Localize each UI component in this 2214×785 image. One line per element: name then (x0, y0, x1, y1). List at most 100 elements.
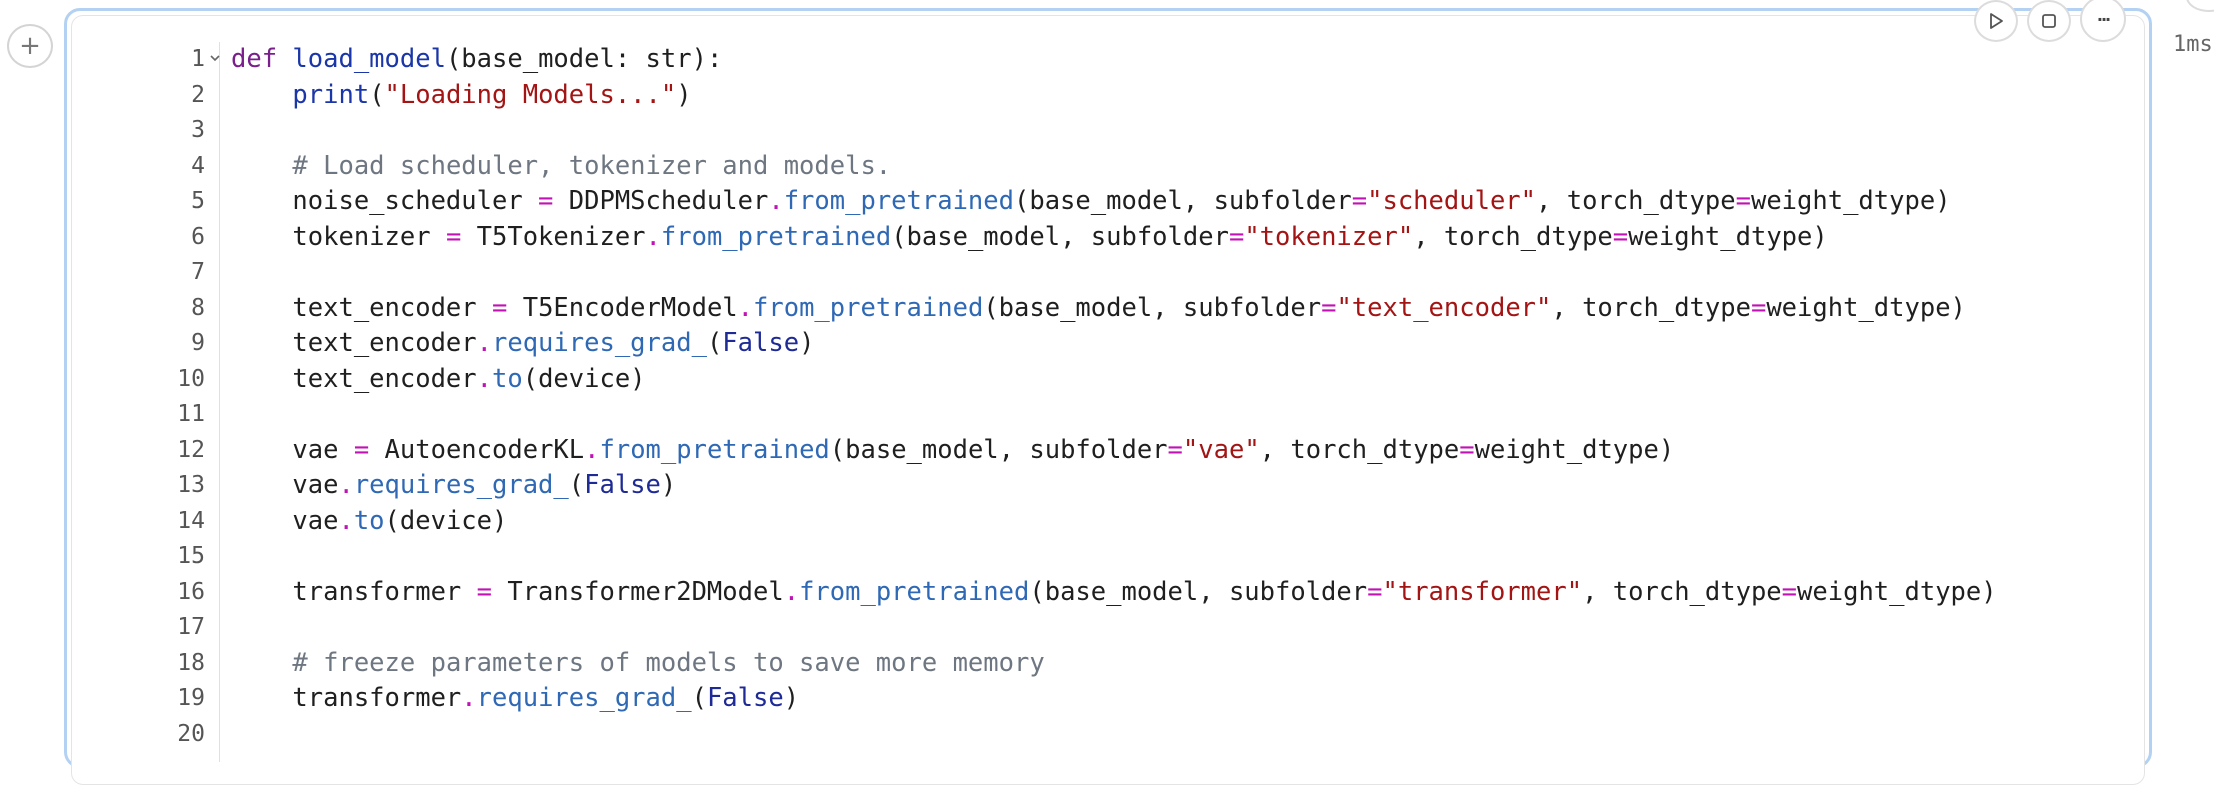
code-area[interactable]: def load_model(base_model: str): print("… (231, 42, 2191, 762)
code-token: (base_model, subfolder (1029, 576, 1368, 607)
code-token: = (1321, 292, 1337, 323)
code-line: transformer = Transformer2DModel.from_pr… (231, 575, 1996, 610)
code-token: = (1167, 434, 1183, 465)
code-token: = (1735, 186, 1751, 216)
ellipsis-icon: ··· (2096, 9, 2111, 29)
code-token (231, 648, 292, 678)
code-token: from_pretrained (660, 221, 892, 252)
code-token: text_encoder (231, 363, 477, 394)
code-token: weight_dtype) (1750, 186, 1951, 216)
code-token: = (1612, 221, 1629, 252)
code-token: False (722, 328, 800, 358)
code-token: = (1781, 576, 1798, 607)
code-token: . (338, 470, 354, 500)
add-cell-button[interactable]: + (7, 24, 53, 68)
code-token: (base_model, subfolder (829, 434, 1168, 465)
play-icon (1990, 13, 2003, 29)
code-token: noise_scheduler (231, 186, 539, 216)
code-token: vae (231, 470, 339, 500)
line-number: 14 (177, 507, 205, 534)
code-token: (base_model, subfolder (1014, 186, 1352, 216)
plus-icon: + (19, 31, 41, 61)
line-number: 5 (191, 188, 205, 214)
code-token: = (1459, 434, 1475, 465)
code-token: vae (231, 505, 339, 536)
code-token: text_encoder (231, 292, 492, 323)
code-token: "vae" (1182, 434, 1260, 465)
next-cell-control[interactable] (2186, 0, 2214, 12)
line-number: 20 (177, 720, 205, 747)
code-token: vae (231, 434, 354, 465)
code-line: # Load scheduler, tokenizer and models. (231, 149, 891, 184)
code-token: T5EncoderModel (507, 292, 738, 323)
code-token: . (461, 683, 477, 713)
code-line: tokenizer = T5Tokenizer.from_pretrained(… (231, 220, 1827, 255)
code-token: # Load scheduler, tokenizer and models. (292, 150, 892, 181)
line-number: 7 (191, 259, 205, 285)
stop-cell-button[interactable] (2027, 0, 2071, 42)
code-token: ) (660, 470, 677, 500)
line-number: 19 (177, 685, 205, 711)
chevron-down-icon[interactable] (209, 42, 221, 77)
code-token: = (1351, 186, 1368, 216)
code-token (231, 151, 292, 181)
code-line: vae = AutoencoderKL.from_pretrained(base… (231, 433, 1674, 468)
line-number: 13 (177, 472, 205, 498)
code-token: . (584, 434, 600, 465)
code-token: = (492, 292, 508, 323)
code-token: = (1228, 221, 1245, 252)
code-token: , torch_dtype (1582, 576, 1782, 607)
code-token: = (353, 434, 370, 465)
code-token: requires_grad_ (476, 683, 692, 713)
code-token: , torch_dtype (1536, 186, 1736, 216)
code-token (231, 80, 292, 110)
line-number: 17 (177, 614, 205, 640)
line-number: 3 (191, 117, 205, 143)
code-token: AutoencoderKL (369, 434, 585, 465)
code-token: ) (783, 683, 800, 713)
code-token: , torch_dtype (1413, 221, 1613, 252)
code-token: ( (568, 470, 585, 500)
run-cell-button[interactable] (1974, 0, 2018, 42)
code-token: to (492, 363, 523, 394)
more-options-button[interactable]: ··· (2080, 0, 2126, 42)
code-line: def load_model(base_model: str): (231, 42, 722, 77)
code-token: (base_model, subfolder (983, 292, 1322, 323)
code-token: transformer (231, 683, 462, 713)
code-token: DDPMScheduler (553, 186, 769, 216)
line-number: 11 (177, 401, 205, 427)
code-token: transformer (231, 576, 477, 607)
code-line: vae.to(device) (231, 504, 507, 539)
code-token: def (231, 44, 278, 74)
code-token: = (1750, 292, 1767, 323)
code-token: # freeze parameters of models to save mo… (292, 647, 1045, 678)
code-token: to (353, 505, 385, 536)
code-token: from_pretrained (783, 186, 1014, 216)
code-line: transformer.requires_grad_(False) (231, 681, 799, 716)
line-number: 16 (177, 578, 205, 605)
square-icon (2042, 14, 2056, 28)
code-token: from_pretrained (753, 292, 984, 323)
line-number: 2 (191, 81, 205, 108)
code-token: , torch_dtype (1551, 292, 1751, 323)
code-token: Transformer2DModel (492, 576, 784, 607)
code-token: "Loading Models..." (384, 79, 677, 110)
code-token: . (645, 221, 661, 252)
code-token: . (737, 292, 754, 323)
code-token: . (338, 505, 354, 536)
code-token: ( (691, 683, 707, 713)
line-number: 12 (177, 436, 205, 463)
code-token: text_encoder (231, 328, 477, 358)
code-token: from_pretrained (599, 434, 830, 465)
line-number: 8 (191, 294, 205, 321)
code-line: # freeze parameters of models to save mo… (231, 646, 1045, 681)
line-number: 1 (191, 46, 205, 72)
code-token: (device) (522, 363, 646, 394)
line-number: 4 (191, 152, 205, 179)
code-token: "transformer" (1382, 576, 1583, 607)
code-token: weight_dtype) (1766, 292, 1966, 323)
code-token: requires_grad_ (353, 470, 569, 500)
